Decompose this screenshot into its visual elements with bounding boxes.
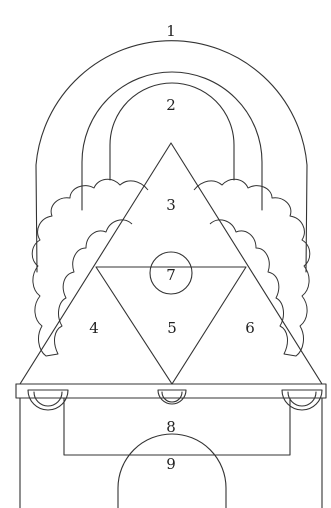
big-triangle [20,143,322,384]
niche-center-inner [162,392,182,402]
middle-arch [82,72,262,210]
label-3: 3 [166,196,176,214]
label-4: 4 [89,319,99,337]
niche-left-inner [34,392,62,406]
label-7: 7 [166,266,176,284]
base-outline [16,384,326,508]
label-9: 9 [166,455,176,473]
base-inner-frame [64,398,290,455]
label-1: 1 [166,22,176,40]
base-left-wall [16,384,20,508]
label-5: 5 [167,319,177,337]
label-2: 2 [166,96,176,114]
niche-right-inner [288,392,316,406]
label-6: 6 [245,319,255,337]
outer-arch [36,41,307,272]
label-8: 8 [166,418,176,436]
